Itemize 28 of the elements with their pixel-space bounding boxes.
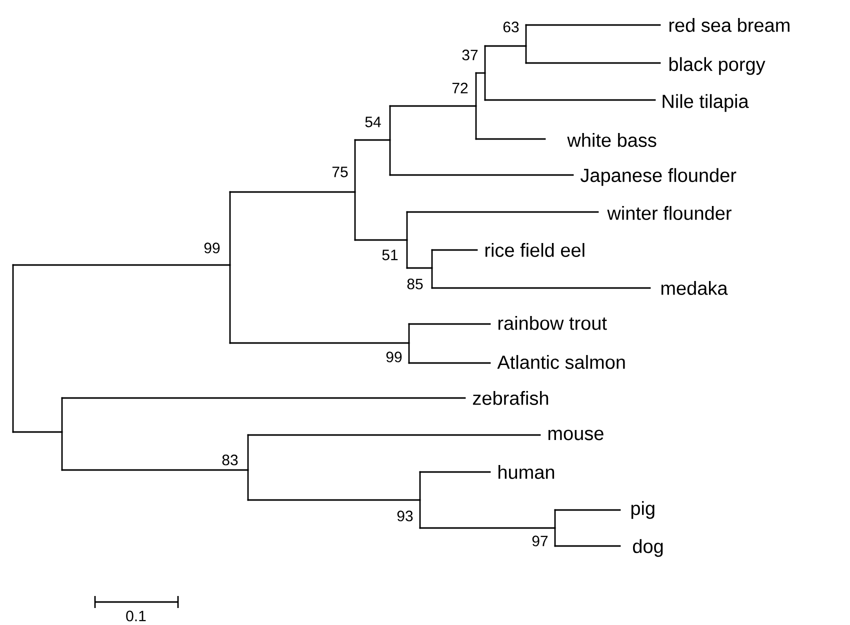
- bootstrap-value: 97: [532, 536, 548, 546]
- bootstrap-value: 93: [397, 510, 413, 522]
- bootstrap-value: 85: [407, 278, 423, 290]
- species-label: mouse: [548, 430, 604, 440]
- bootstrap-value: 37: [462, 50, 478, 60]
- species-label: dog: [633, 539, 663, 557]
- bootstrap-value: 72: [452, 82, 468, 94]
- bootstrap-value: 83: [222, 454, 238, 466]
- bootstrap-value: 99: [386, 352, 402, 362]
- species-label: zebrafish: [472, 391, 548, 405]
- scale-label: 0.1: [126, 610, 146, 622]
- species-label: red sea bream: [669, 18, 790, 32]
- bootstrap-value: 75: [332, 166, 348, 178]
- bootstrap-value: 54: [365, 116, 381, 128]
- species-label: medaka: [661, 281, 728, 295]
- species-label: Japanese flounder: [580, 168, 736, 186]
- species-label: black porgy: [669, 57, 766, 75]
- bootstrap-value: 99: [204, 242, 220, 254]
- bootstrap-value: 51: [382, 250, 398, 260]
- species-label: white bass: [567, 133, 656, 147]
- species-label: rainbow trout: [498, 316, 607, 330]
- bootstrap-value: 63: [503, 22, 519, 32]
- species-label: winter flounder: [607, 206, 732, 220]
- species-label: Nile tilapia: [662, 94, 749, 112]
- species-label: human: [498, 465, 554, 479]
- species-label: Atlantic salmon: [497, 355, 625, 369]
- species-label: rice field eel: [485, 243, 584, 257]
- species-label: pig: [631, 501, 654, 519]
